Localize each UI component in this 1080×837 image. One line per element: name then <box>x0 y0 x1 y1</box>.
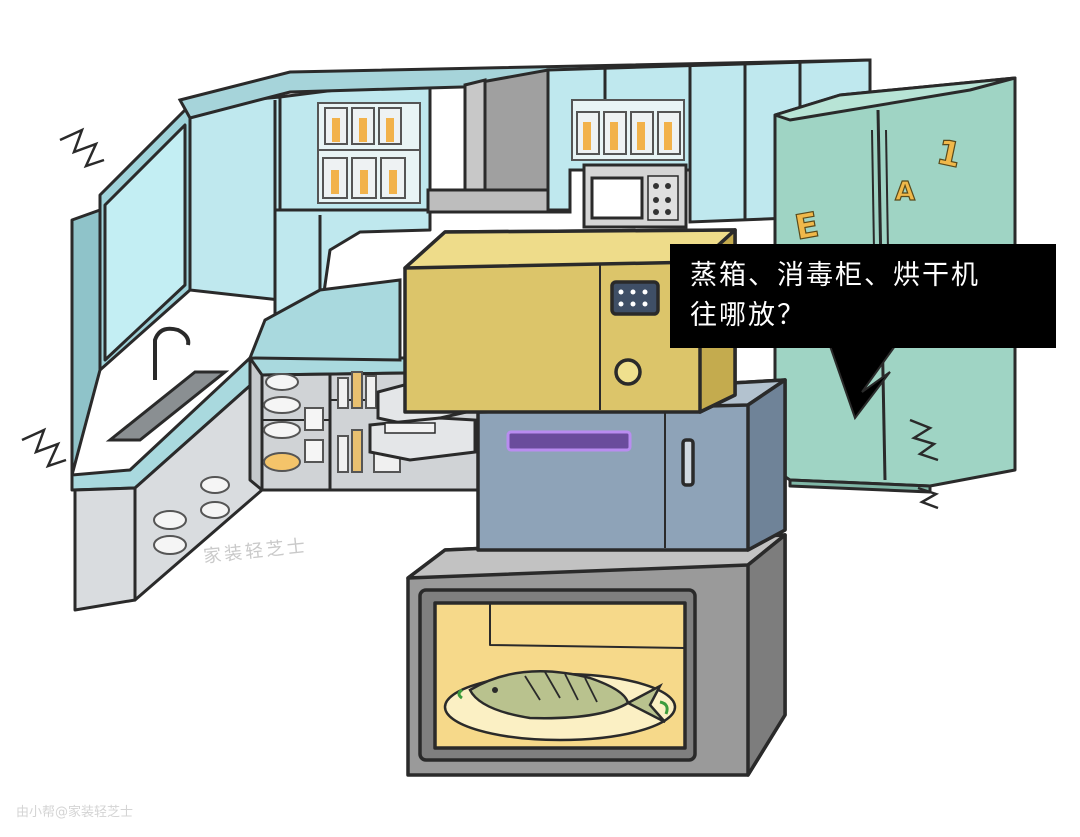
shake-mark-left-top <box>59 127 105 169</box>
shake-mark-left-bottom <box>21 427 67 469</box>
built-in-microwave <box>582 163 688 229</box>
open-cabinet-bowls <box>153 373 324 555</box>
fridge-shake-mark-2 <box>917 486 940 510</box>
caption-line-2: 往哪放？ <box>690 300 806 331</box>
steam-oven <box>403 228 737 414</box>
fridge-magnet-e: E <box>792 205 822 248</box>
open-shelf-jars-right <box>571 99 685 161</box>
sink <box>105 326 230 442</box>
open-shelf-jars-left <box>317 102 421 204</box>
fridge-magnets: E A 1 <box>791 132 965 249</box>
caption-line-1: 蒸箱、消毒柜、烘干机 <box>690 260 980 291</box>
fridge-magnet-a: A <box>895 177 915 207</box>
credit-text: 由小帮@家装轻芝士 <box>16 805 134 820</box>
fridge-magnet-1: 1 <box>933 132 964 176</box>
steamed-fish <box>443 670 677 742</box>
steam-oven-knob-icon <box>614 358 642 386</box>
backsplash <box>247 278 402 362</box>
faucet-icon <box>153 326 191 380</box>
fridge-shake-mark <box>909 418 939 462</box>
question-caption: 蒸箱、消毒柜、烘干机 往哪放？ <box>670 244 1056 348</box>
